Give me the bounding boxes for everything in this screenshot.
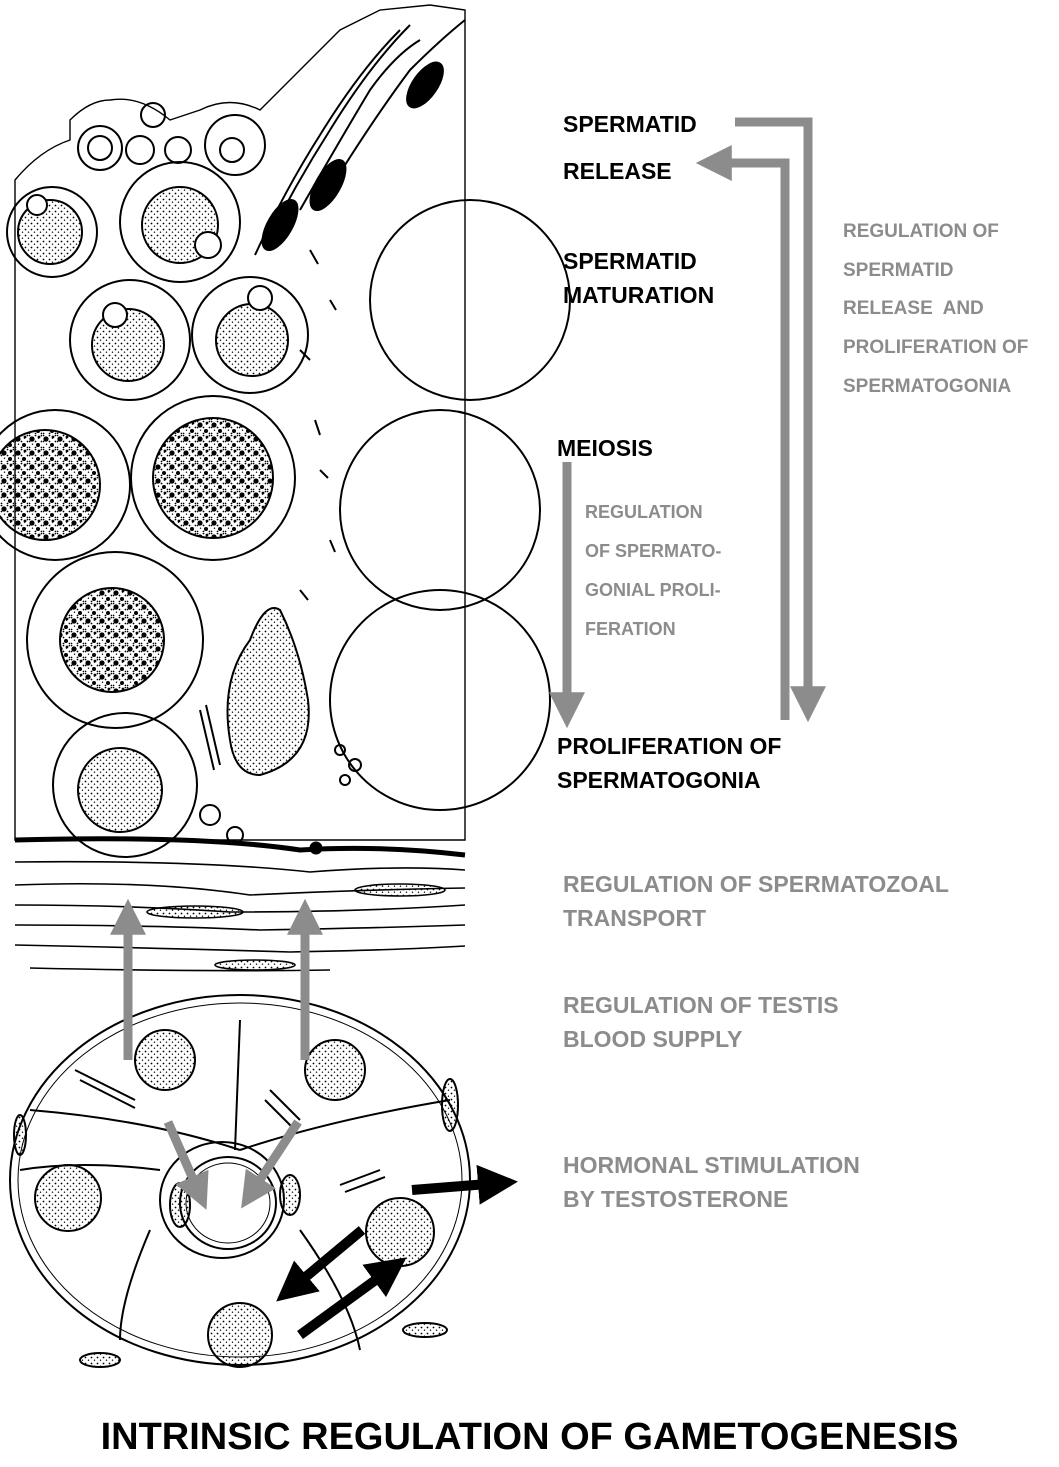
peritubular-layers: [15, 839, 465, 971]
epithelium-drawing: [0, 5, 570, 857]
label-proliferation-1: PROLIFERATION OF: [557, 735, 781, 758]
arrow-leydig-up: [300, 1268, 392, 1335]
label-spermatid-maturation-1: SPERMATID: [563, 250, 697, 273]
label-hormonal-2: BY TESTOSTERONE: [563, 1188, 788, 1211]
label-regulation-release-4: PROLIFERATION OF: [843, 338, 1028, 357]
arrow-proliferation-to-release: [712, 163, 785, 720]
diagram-title: INTRINSIC REGULATION OF GAMETOGENESIS: [0, 1418, 1059, 1456]
label-regulation-spermatogonial-3: GONIAL PROLI-: [585, 581, 721, 599]
label-regulation-spermatogonial-1: REGULATION: [585, 503, 703, 521]
label-hormonal-1: HORMONAL STIMULATION: [563, 1154, 860, 1177]
label-regulation-spermatogonial-4: FERATION: [585, 620, 676, 638]
label-spermatid-maturation-2: MATURATION: [563, 284, 714, 307]
arrow-spermatid-to-proliferation: [735, 122, 808, 706]
label-blood-supply-2: BLOOD SUPPLY: [563, 1028, 742, 1051]
label-regulation-release-5: SPERMATOGONIA: [843, 377, 1011, 396]
label-spermatid: SPERMATID: [563, 113, 697, 136]
label-regulation-release-1: REGULATION OF: [843, 222, 999, 241]
label-spermatozoal-transport-1: REGULATION OF SPERMATOZOAL: [563, 873, 949, 896]
interstitial-drawing: [10, 995, 470, 1367]
label-regulation-release-2: SPERMATID: [843, 261, 953, 280]
label-meiosis: MEIOSIS: [557, 437, 653, 460]
label-spermatozoal-transport-2: TRANSPORT: [563, 907, 706, 930]
label-blood-supply-1: REGULATION OF TESTIS: [563, 994, 839, 1017]
arrow-testosterone-out: [412, 1183, 500, 1190]
arrow-leydig-down: [290, 1230, 362, 1290]
label-regulation-release-3: RELEASE AND: [843, 299, 984, 318]
label-proliferation-2: SPERMATOGONIA: [557, 769, 761, 792]
label-regulation-spermatogonial-2: OF SPERMATO-: [585, 542, 721, 560]
label-release: RELEASE: [563, 160, 672, 183]
